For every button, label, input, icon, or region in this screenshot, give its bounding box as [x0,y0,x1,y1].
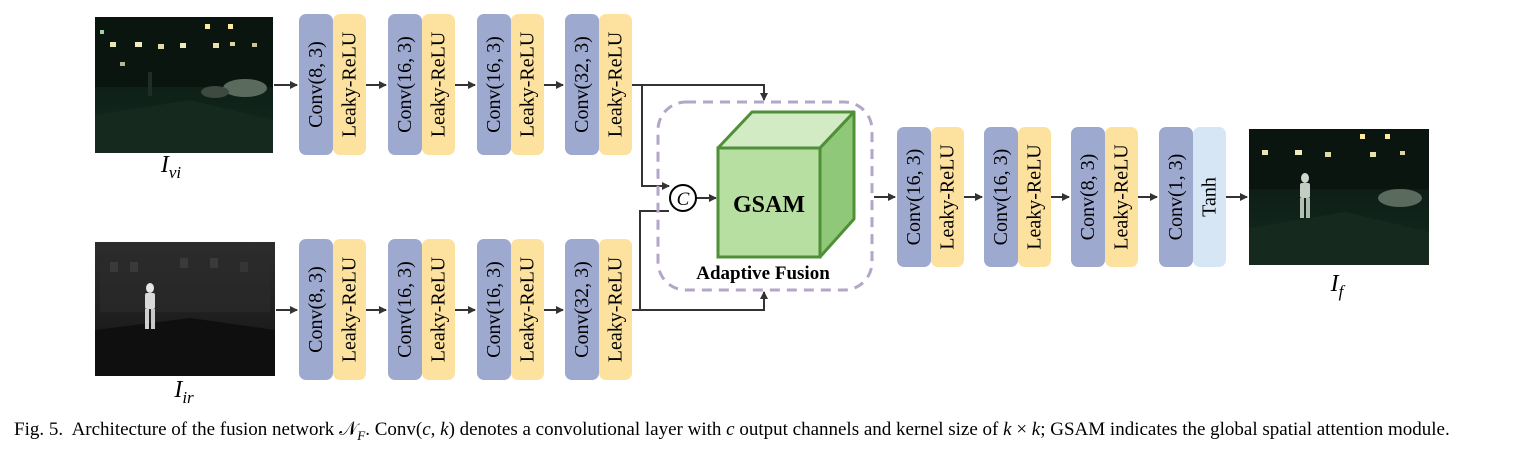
decoder-conv-block-3-label: Conv(8, 3) [1077,154,1099,241]
visible-leaky-relu-block-1-label: Leaky-ReLU [339,31,361,137]
arrow-vis-to-concat [641,85,670,190]
infrared-leaky-relu-block-3: Leaky-ReLU [511,239,544,380]
visible-conv-block-3-label: Conv(16, 3) [483,36,505,133]
concat-symbol: C [677,189,690,210]
infrared-input-image [95,242,275,376]
decoder-activation-block-2-label: Leaky-ReLU [1024,144,1046,250]
decoder-conv-block-1-label: Conv(16, 3) [903,149,925,246]
infrared-leaky-relu-block-2: Leaky-ReLU [422,239,455,380]
decoder-activation-block-1-label: Leaky-ReLU [937,144,959,250]
decoder-activation-block-4: Tanh [1193,127,1226,267]
infrared-conv-block-2: Conv(16, 3) [388,239,422,380]
adaptive-fusion-label: Adaptive Fusion [696,263,830,284]
visible-input-label: Ivi [160,152,182,182]
arrow-vis-to-fusion [632,84,768,101]
gsam-module: GSAM [716,110,856,259]
decoder-activation-block-3-label: Leaky-ReLU [1111,144,1133,250]
visible-conv-block-4-label: Conv(32, 3) [571,36,593,133]
line-ir-to-concat [639,210,669,310]
infrared-leaky-relu-block-1-label: Leaky-ReLU [339,256,361,362]
visible-leaky-relu-block-3: Leaky-ReLU [511,14,544,155]
infrared-conv-block-4-label: Conv(32, 3) [571,261,593,358]
visible-leaky-relu-block-2-label: Leaky-ReLU [428,31,450,137]
caption-text-1: Architecture of the fusion network [71,419,335,440]
caption-text-3: ) denotes a convolutional layer with [448,419,722,440]
infrared-leaky-relu-block-4-label: Leaky-ReLU [605,256,627,362]
caption-fig-number: Fig. 5. [14,419,64,440]
infrared-leaky-relu-block-2-label: Leaky-ReLU [428,256,450,362]
decoder-conv-block-1: Conv(16, 3) [897,127,931,267]
visible-leaky-relu-block-4-label: Leaky-ReLU [605,31,627,137]
visible-conv-block-2-label: Conv(16, 3) [394,36,416,133]
infrared-conv-block-1-label: Conv(8, 3) [305,266,327,353]
decoder-conv-block-4-label: Conv(1, 3) [1165,154,1187,241]
visible-leaky-relu-block-2: Leaky-ReLU [422,14,455,155]
decoder-conv-block-4: Conv(1, 3) [1159,127,1193,267]
visible-input-image [95,17,273,153]
figure-caption: Fig. 5. Architecture of the fusion netwo… [14,419,1450,443]
visible-conv-block-2: Conv(16, 3) [388,14,422,155]
decoder-activation-block-3: Leaky-ReLU [1105,127,1138,267]
infrared-conv-block-3-label: Conv(16, 3) [483,261,505,358]
gsam-cube-front [716,146,822,259]
decoder-conv-block-2: Conv(16, 3) [984,127,1018,267]
arrow-ir-to-fusion [632,291,768,311]
infrared-leaky-relu-block-1: Leaky-ReLU [333,239,366,380]
fused-output-image [1249,129,1429,265]
infrared-input-label: Iir [173,377,194,407]
decoder-activation-block-4-label: Tanh [1199,177,1221,217]
gsam-label: GSAM [733,192,805,218]
visible-leaky-relu-block-4: Leaky-ReLU [599,14,632,155]
decoder-conv-block-3: Conv(8, 3) [1071,127,1105,267]
fused-output-label: If [1330,271,1346,301]
infrared-conv-block-1: Conv(8, 3) [299,239,333,380]
caption-text-4: output channels and kernel size of [739,419,999,440]
infrared-conv-block-4: Conv(32, 3) [565,239,599,380]
visible-conv-block-4: Conv(32, 3) [565,14,599,155]
infrared-leaky-relu-block-4: Leaky-ReLU [599,239,632,380]
caption-text-2: . Conv( [365,419,423,440]
visible-leaky-relu-block-1: Leaky-ReLU [333,14,366,155]
caption-symbol: 𝒩F [339,419,366,443]
infrared-conv-block-2-label: Conv(16, 3) [394,261,416,358]
visible-leaky-relu-block-3-label: Leaky-ReLU [517,31,539,137]
decoder-conv-block-2-label: Conv(16, 3) [990,149,1012,246]
decoder-activation-block-1: Leaky-ReLU [931,127,964,267]
visible-conv-block-1-label: Conv(8, 3) [305,41,327,128]
visible-conv-block-3: Conv(16, 3) [477,14,511,155]
visible-conv-block-1: Conv(8, 3) [299,14,333,155]
decoder-activation-block-2: Leaky-ReLU [1018,127,1051,267]
caption-text-5: ; GSAM indicates the global spatial atte… [1040,419,1450,440]
infrared-conv-block-3: Conv(16, 3) [477,239,511,380]
concat-node: C [669,184,697,212]
infrared-leaky-relu-block-3-label: Leaky-ReLU [517,256,539,362]
